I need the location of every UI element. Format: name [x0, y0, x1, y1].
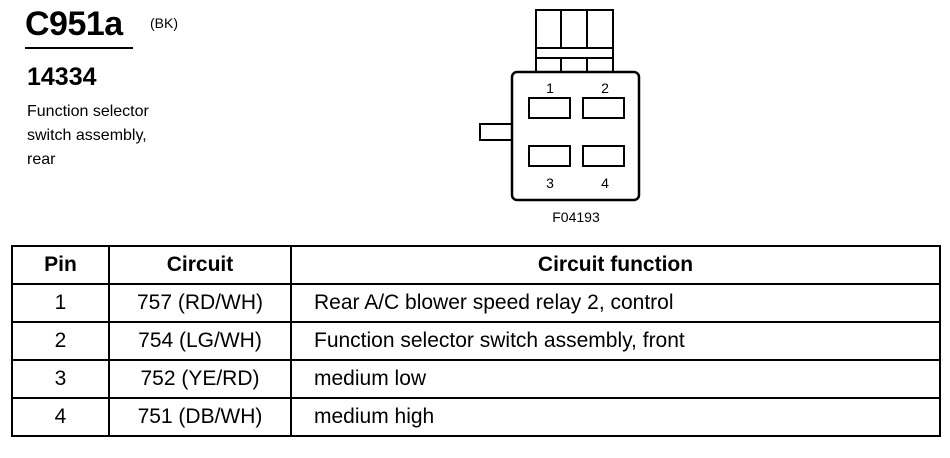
- component-description: Function selector switch assembly, rear: [27, 100, 197, 172]
- circuit-cell: 754 (LG/WH): [108, 321, 292, 361]
- table-row: 2 754 (LG/WH) Function selector switch a…: [11, 321, 941, 361]
- description-line: switch assembly,: [27, 127, 147, 144]
- pin-cell: 1: [11, 283, 110, 323]
- column-header-circuit-function: Circuit function: [290, 245, 941, 285]
- connector-color-code: (BK): [150, 15, 178, 31]
- figure-id: F04193: [552, 209, 600, 225]
- circuit-function-cell: Rear A/C blower speed relay 2, control: [290, 283, 941, 323]
- table-header-row: Pin Circuit Circuit function: [11, 245, 941, 285]
- connector-face-diagram: 1 2 3 4 F04193: [479, 9, 641, 225]
- terminal-cavity-3: [528, 145, 571, 167]
- column-header-circuit: Circuit: [108, 245, 292, 285]
- pin-cell: 4: [11, 397, 110, 437]
- pin-label: 4: [601, 175, 609, 191]
- connector-id-underline: [25, 47, 133, 49]
- table-row: 4 751 (DB/WH) medium high: [11, 397, 941, 437]
- pin-table: Pin Circuit Circuit function 1 757 (RD/W…: [11, 245, 941, 437]
- circuit-function-cell: medium high: [290, 397, 941, 437]
- column-header-pin: Pin: [11, 245, 110, 285]
- harness-housing: [535, 9, 614, 49]
- description-line: Function selector: [27, 103, 149, 120]
- pin-label: 2: [601, 80, 609, 96]
- terminal-cavity-1: [528, 97, 571, 119]
- circuit-function-cell: Function selector switch assembly, front: [290, 321, 941, 361]
- connector-body: [510, 70, 641, 202]
- description-line: rear: [27, 151, 56, 168]
- pin-cell: 2: [11, 321, 110, 361]
- circuit-cell: 757 (RD/WH): [108, 283, 292, 323]
- locking-tab: [479, 123, 513, 141]
- pin-label: 1: [546, 80, 554, 96]
- circuit-cell: 751 (DB/WH): [108, 397, 292, 437]
- pin-cell: 3: [11, 359, 110, 399]
- table-row: 3 752 (YE/RD) medium low: [11, 359, 941, 399]
- part-number: 14334: [27, 63, 97, 91]
- connector-id: C951a: [25, 5, 123, 43]
- terminal-cavity-2: [582, 97, 625, 119]
- terminal-cavity-4: [582, 145, 625, 167]
- circuit-function-cell: medium low: [290, 359, 941, 399]
- pin-label: 3: [546, 175, 554, 191]
- circuit-cell: 752 (YE/RD): [108, 359, 292, 399]
- table-row: 1 757 (RD/WH) Rear A/C blower speed rela…: [11, 283, 941, 323]
